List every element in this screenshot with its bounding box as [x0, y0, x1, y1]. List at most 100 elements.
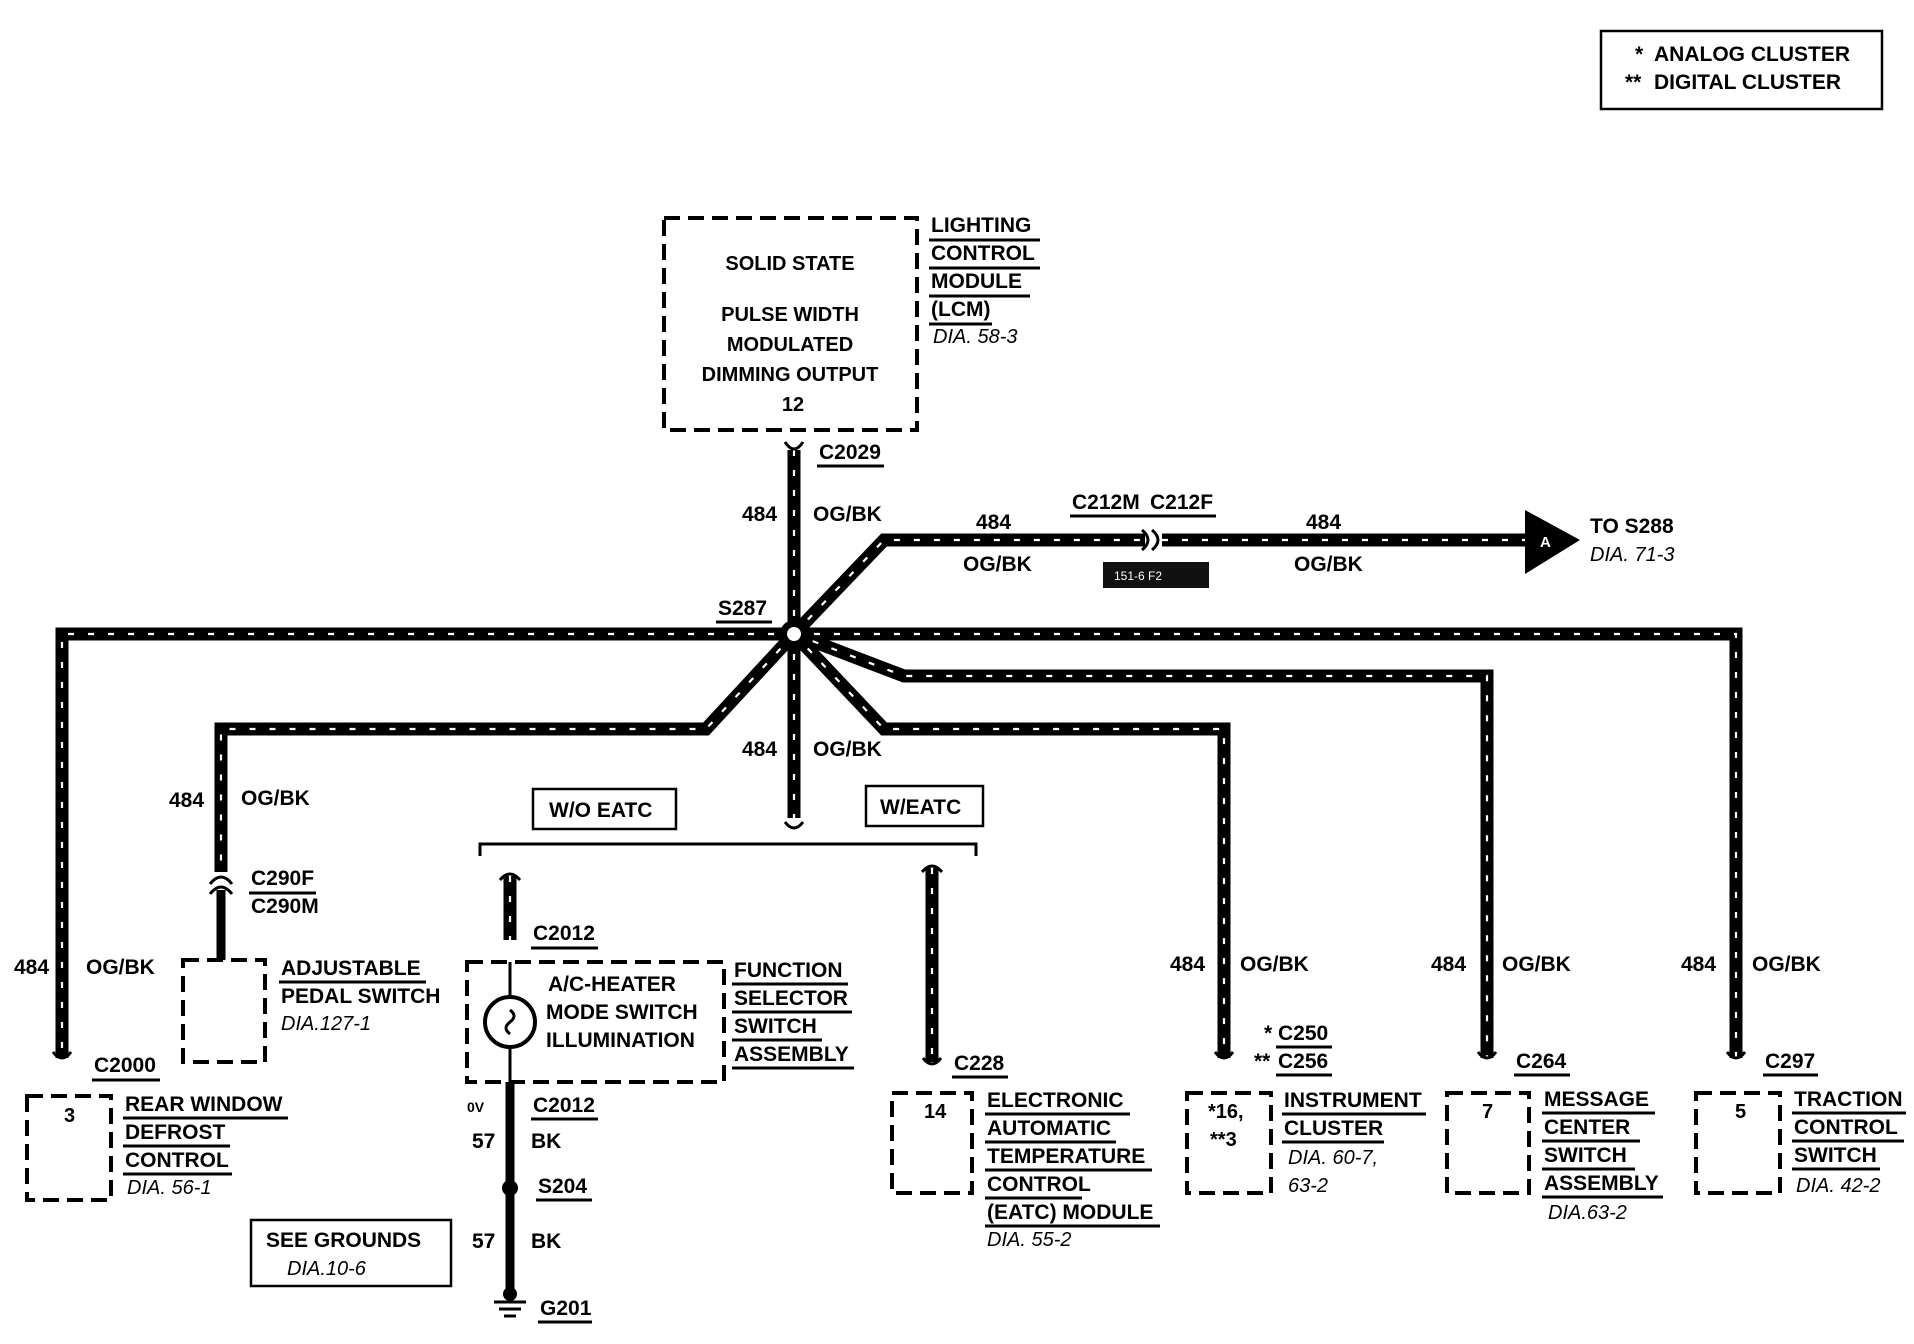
cluster-dia-1: DIA. 60-7,	[1288, 1147, 1378, 1169]
wire-color-cluster: OG/BK	[1240, 953, 1309, 976]
connector-symbols	[51, 441, 1747, 1066]
option-bracket	[478, 842, 978, 856]
ground-color-upper: BK	[531, 1130, 561, 1153]
see-grounds-dia: DIA.10-6	[287, 1258, 367, 1280]
connector-c256-marker: **	[1254, 1050, 1271, 1073]
cluster-name-2: CLUSTER	[1284, 1117, 1383, 1140]
eatc-name-1: ELECTRONIC	[987, 1089, 1124, 1112]
eatc-name-2: AUTOMATIC	[987, 1117, 1111, 1140]
connector-c290f: C290F	[251, 867, 314, 890]
wire-circuit-center: 484	[742, 738, 777, 761]
wire-circuit-defrost: 484	[14, 956, 49, 979]
see-grounds-box: SEE GROUNDS DIA.10-6	[249, 1218, 453, 1288]
offpage-to: TO S288	[1590, 515, 1674, 538]
instrument-cluster: *16, **3	[1185, 1091, 1273, 1195]
wire-color-message: OG/BK	[1502, 953, 1571, 976]
connector-c250-marker: *	[1264, 1022, 1273, 1045]
pedal-name-2: PEDAL SWITCH	[281, 985, 440, 1008]
traction-dia: DIA. 42-2	[1796, 1175, 1880, 1197]
splice-s287	[780, 620, 808, 648]
connector-c290m: C290M	[251, 895, 319, 918]
rear-defrost-name-2: DEFROST	[125, 1121, 226, 1144]
message-name-1: MESSAGE	[1544, 1088, 1649, 1111]
function-selector-name-2: SELECTOR	[734, 987, 848, 1010]
offpage-arrow: A	[1525, 510, 1580, 574]
rear-defrost-pin: 3	[64, 1105, 75, 1127]
connector-c2012-top: C2012	[533, 922, 595, 945]
connector-c297: C297	[1765, 1050, 1815, 1073]
wire-color-c212f: OG/BK	[1294, 553, 1363, 576]
cluster-pin-digital: **3	[1210, 1129, 1237, 1151]
connector-c212f: C212F	[1150, 491, 1213, 514]
function-selector-name-3: SWITCH	[734, 1015, 817, 1038]
lcm-dia: DIA. 58-3	[933, 326, 1017, 348]
eatc-dia: DIA. 55-2	[987, 1229, 1071, 1251]
offpage-marker: A	[1540, 534, 1551, 551]
option-without-eatc: W/O EATC	[549, 799, 652, 822]
message-name-3: SWITCH	[1544, 1144, 1627, 1167]
wire-circuit-cluster: 484	[1170, 953, 1205, 976]
see-grounds-label: SEE GROUNDS	[266, 1229, 421, 1252]
lcm-inner-2: PULSE WIDTH	[721, 304, 859, 326]
rear-defrost-name-3: CONTROL	[125, 1149, 229, 1172]
eatc-pin: 14	[924, 1101, 947, 1123]
lighting-control-module: SOLID STATE PULSE WIDTH MODULATED DIMMIN…	[662, 216, 919, 432]
lcm-name-3: MODULE	[931, 270, 1022, 293]
connector-c2012-bottom: C2012	[533, 1094, 595, 1117]
rear-defrost-dia: DIA. 56-1	[127, 1177, 211, 1199]
traction-name-3: SWITCH	[1794, 1144, 1877, 1167]
cluster-pin-analog: *16,	[1208, 1101, 1244, 1123]
function-selector-inner-2: MODE SWITCH	[546, 1001, 698, 1024]
function-selector-name-4: ASSEMBLY	[734, 1043, 849, 1066]
legend-analog-marker: *	[1635, 43, 1644, 66]
splice-s204-dot	[502, 1180, 518, 1196]
ground-icon	[494, 1287, 526, 1318]
message-name-4: ASSEMBLY	[1544, 1172, 1659, 1195]
legend: * ANALOG CLUSTER ** DIGITAL CLUSTER	[1599, 29, 1884, 111]
eatc-name-3: TEMPERATURE	[987, 1145, 1145, 1168]
lcm-pin: 12	[782, 394, 804, 416]
lcm-inner-4: DIMMING OUTPUT	[702, 364, 879, 386]
wire-circuit-traction: 484	[1681, 953, 1716, 976]
function-selector-name-1: FUNCTION	[734, 959, 843, 982]
voltage-label: 0V	[467, 1099, 485, 1115]
function-selector-inner-1: A/C-HEATER	[548, 973, 676, 996]
function-selector-inner-3: ILLUMINATION	[546, 1029, 695, 1052]
rear-defrost-control: 3	[25, 1094, 113, 1202]
splice-s287-label: S287	[718, 597, 767, 620]
eatc-module: 14	[890, 1091, 974, 1195]
connector-c256: C256	[1278, 1050, 1328, 1073]
cluster-dia-2: 63-2	[1288, 1175, 1328, 1197]
rear-defrost-name-1: REAR WINDOW	[125, 1093, 283, 1116]
lcm-name-4: (LCM)	[931, 298, 990, 321]
lcm-name-2: CONTROL	[931, 242, 1035, 265]
traction-name-1: TRACTION	[1794, 1088, 1903, 1111]
connector-c264: C264	[1516, 1050, 1567, 1073]
lcm-name-1: LIGHTING	[931, 214, 1031, 237]
lcm-inner-1: SOLID STATE	[725, 253, 854, 275]
pedal-name-1: ADJUSTABLE	[281, 957, 421, 980]
connector-tag: 151-6 F2	[1114, 569, 1162, 583]
wire-color-defrost: OG/BK	[86, 956, 155, 979]
cluster-name-1: INSTRUMENT	[1284, 1089, 1422, 1112]
wire-harness	[55, 450, 1743, 1062]
lcm-connector: C2029	[819, 441, 881, 464]
wire-color-c212m: OG/BK	[963, 553, 1032, 576]
splice-s204-label: S204	[538, 1175, 587, 1198]
wire-circuit-lcm: 484	[742, 503, 777, 526]
ground-color-lower: BK	[531, 1230, 561, 1253]
legend-digital-label: DIGITAL CLUSTER	[1654, 71, 1841, 94]
traction-control-switch: 5	[1694, 1091, 1782, 1195]
connector-c2000: C2000	[94, 1054, 156, 1077]
wire-color-lcm: OG/BK	[813, 503, 882, 526]
connector-c250: C250	[1278, 1022, 1328, 1045]
option-with-eatc: W/EATC	[880, 796, 961, 819]
eatc-name-5: (EATC) MODULE	[987, 1201, 1153, 1224]
ground-circuit-upper: 57	[472, 1130, 495, 1153]
connector-c228: C228	[954, 1052, 1005, 1075]
connector-tag-box	[1103, 562, 1209, 588]
eatc-name-4: CONTROL	[987, 1173, 1091, 1196]
legend-digital-marker: **	[1625, 71, 1642, 94]
ground-point-g201: G201	[540, 1297, 592, 1320]
pedal-dia: DIA.127-1	[281, 1013, 371, 1035]
